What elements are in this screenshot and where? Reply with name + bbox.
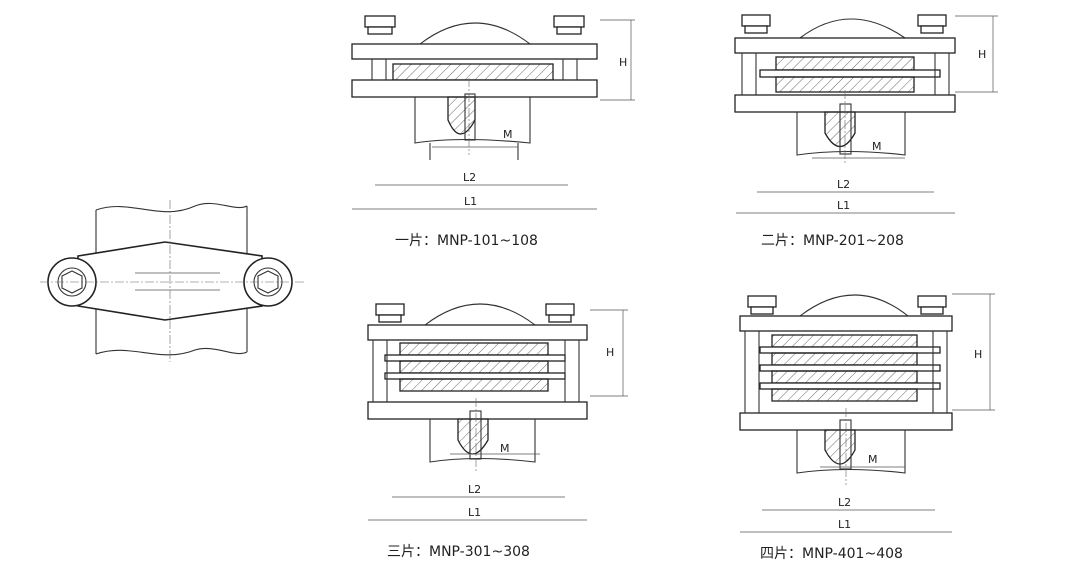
dim-l2-label: L2 [837, 178, 850, 191]
dim-h-label: H [606, 346, 614, 359]
dim-m-label: M [872, 140, 882, 153]
dim-m-label: M [868, 453, 878, 466]
figure-one-plate: M H L2 L1 一片：MNP-101~108 [351, 15, 635, 249]
dim-m-label: M [500, 442, 510, 455]
dim-l1-label: L1 [464, 195, 477, 208]
dim-l1-label: L1 [468, 506, 481, 519]
caption-figure-four: 四片：MNP-401~408 [760, 546, 903, 562]
dim-l2-label: L2 [838, 496, 851, 509]
dim-m-label: M [503, 128, 513, 141]
caption-figure-three: 三片：MNP-301~308 [387, 544, 530, 560]
figure-four-plate: M H L2 L1 四片：MNP-401~408 [739, 293, 995, 562]
dim-l2-label: L2 [468, 483, 481, 496]
caption-figure-two: 二片：MNP-201~208 [761, 233, 904, 249]
dim-h-label: H [978, 48, 986, 61]
dim-h-label: H [619, 56, 627, 69]
dim-l1-label: L1 [838, 518, 851, 531]
dim-l1-label: L1 [837, 199, 850, 212]
plan-view [40, 200, 305, 362]
dim-l2-label: L2 [463, 171, 476, 184]
dim-h-label: H [974, 348, 982, 361]
caption-figure-one: 一片：MNP-101~108 [395, 233, 538, 249]
figure-three-plate: M H L2 L1 三片：MNP-301~308 [367, 303, 628, 560]
figure-two-plate: M H L2 L1 二片：MNP-201~208 [734, 14, 998, 249]
